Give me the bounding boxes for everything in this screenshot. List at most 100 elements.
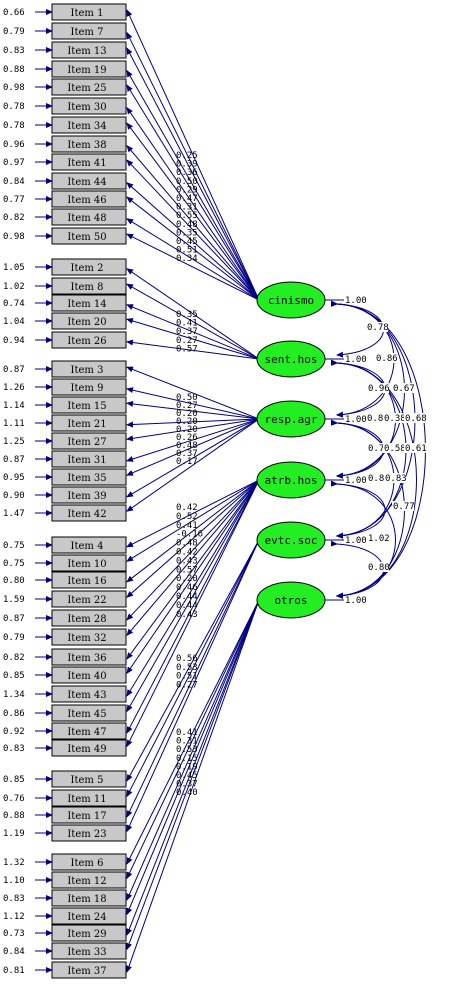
item-label: Item 1 <box>71 8 104 19</box>
loading-label: 0.48 <box>176 220 198 230</box>
item-box: Item 340.78 <box>3 116 127 134</box>
loading-label: 0.27 <box>176 401 198 411</box>
loading-arrow <box>126 418 260 428</box>
error-variance-label: 1.12 <box>3 912 25 922</box>
loading-arrow <box>126 479 260 697</box>
item-label: Item 48 <box>67 213 106 224</box>
loading-arrow <box>126 479 260 675</box>
error-variance-label: 0.98 <box>3 232 25 242</box>
item-label: Item 33 <box>67 947 106 958</box>
item-box: Item 360.82 <box>3 648 127 666</box>
error-variance-label: 1.26 <box>3 383 25 393</box>
item-box: Item 30 0.78 <box>3 97 127 115</box>
item-label: Item 28 <box>67 614 106 625</box>
error-variance-label: 0.90 <box>3 491 25 501</box>
item-box: Item 440.84 <box>3 172 127 190</box>
error-variance-label: 0.75 <box>3 559 25 569</box>
loading-arrow <box>126 599 260 880</box>
loading-label: 0.25 <box>176 151 198 161</box>
error-variance-label: 1.02 <box>3 282 25 292</box>
covariance-label: 0.61 <box>405 444 427 454</box>
covariance-label-bg <box>366 413 388 423</box>
error-variance-label: 0.85 <box>3 671 25 681</box>
error-variance-label: 0.83 <box>3 894 25 904</box>
item-box: Item 260.94 <box>3 331 127 349</box>
item-box: Item 470.92 <box>3 722 127 740</box>
item-box: Item 370.81 <box>3 961 127 979</box>
item-label: Item 35 <box>67 473 106 484</box>
error-variance-label: 0.78 <box>3 102 25 112</box>
covariance-label: 0.68 <box>405 414 427 424</box>
covariance-arc <box>330 480 386 539</box>
item-label: Item 41 <box>67 158 106 169</box>
loading-arrow <box>126 479 260 748</box>
covariance-label: 0.86 <box>376 354 398 364</box>
error-variance-label: 0.87 <box>3 614 25 624</box>
item-label: Item 19 <box>67 65 106 76</box>
error-variance-label: 1.19 <box>3 829 25 839</box>
error-variance-label: 0.96 <box>3 140 25 150</box>
covariance-label-bg <box>404 413 426 423</box>
loading-label: 0.34 <box>176 254 198 264</box>
item-label: Item 15 <box>67 401 106 412</box>
error-variance-label: 0.83 <box>3 46 25 56</box>
item-label: Item 40 <box>67 671 106 682</box>
item-label: Item 11 <box>67 794 106 805</box>
covariance-label: 1.02 <box>368 534 390 544</box>
loading-arrow <box>126 400 260 420</box>
loading-label: 0.44 <box>176 592 198 602</box>
item-box: Item 170.88 <box>3 806 127 824</box>
error-variance-label: 0.77 <box>3 195 25 205</box>
covariance-label: 0.77 <box>393 502 415 512</box>
item-box: Item 350.95 <box>3 468 127 486</box>
item-label: Item 46 <box>67 195 106 206</box>
loading-arrow <box>126 418 260 512</box>
error-variance-label: 0.98 <box>3 83 25 93</box>
item-box: Item 211.11 <box>3 414 127 432</box>
loading-label: 0.45 <box>176 237 198 247</box>
loading-label: 0.48 <box>176 539 198 549</box>
item-label: Item 24 <box>67 912 106 923</box>
loading-label: 0.36 <box>176 168 198 178</box>
error-variance-label: 0.97 <box>3 158 25 168</box>
loading-label: 0.52 <box>176 512 198 522</box>
loading-label: 0.45 <box>176 771 198 781</box>
error-variance-label: 0.79 <box>3 27 25 37</box>
error-variance-label: 0.66 <box>3 8 25 18</box>
latent-name: cinismo <box>268 294 314 307</box>
item-label: Item 12 <box>67 876 106 887</box>
loading-arrow <box>126 479 260 598</box>
item-label: Item 21 <box>67 419 106 430</box>
item-box: Item 231.19 <box>3 824 127 842</box>
loading-label: 0.48 <box>176 441 198 451</box>
loading-arrow <box>126 318 260 360</box>
covariance-label: 0.38 <box>384 414 406 424</box>
item-box: Item 21.05 <box>3 258 127 276</box>
loading-arrow <box>126 599 260 951</box>
covariance-label-bg <box>392 501 414 511</box>
loading-arrow <box>126 106 260 301</box>
loading-labels: 0.250.390.360.500.290.470.310.550.480.35… <box>176 151 203 798</box>
item-label: Item 44 <box>67 177 106 188</box>
latent-variance-label: 1.00 <box>345 296 367 306</box>
covariance-label: 0.80 <box>368 563 390 573</box>
error-variance-label: 0.88 <box>3 65 25 75</box>
error-variance-label: 0.87 <box>3 455 25 465</box>
covariance-label-bg <box>392 383 414 393</box>
item-label: Item 42 <box>67 509 106 520</box>
error-variance-label: 0.82 <box>3 653 25 663</box>
item-box: Item 290.73 <box>3 924 127 942</box>
loading-label: -0.16 <box>176 530 203 540</box>
item-label: Item 25 <box>67 83 106 94</box>
error-variance-label: 0.75 <box>3 541 25 551</box>
item-label: Item 30 <box>67 102 106 113</box>
latent-variance-label: 1.00 <box>345 596 367 606</box>
item-label: Item 10 <box>67 559 106 570</box>
loading-arrow <box>126 479 260 660</box>
loading-arrow <box>126 479 260 583</box>
item-label: Item 39 <box>67 491 106 502</box>
